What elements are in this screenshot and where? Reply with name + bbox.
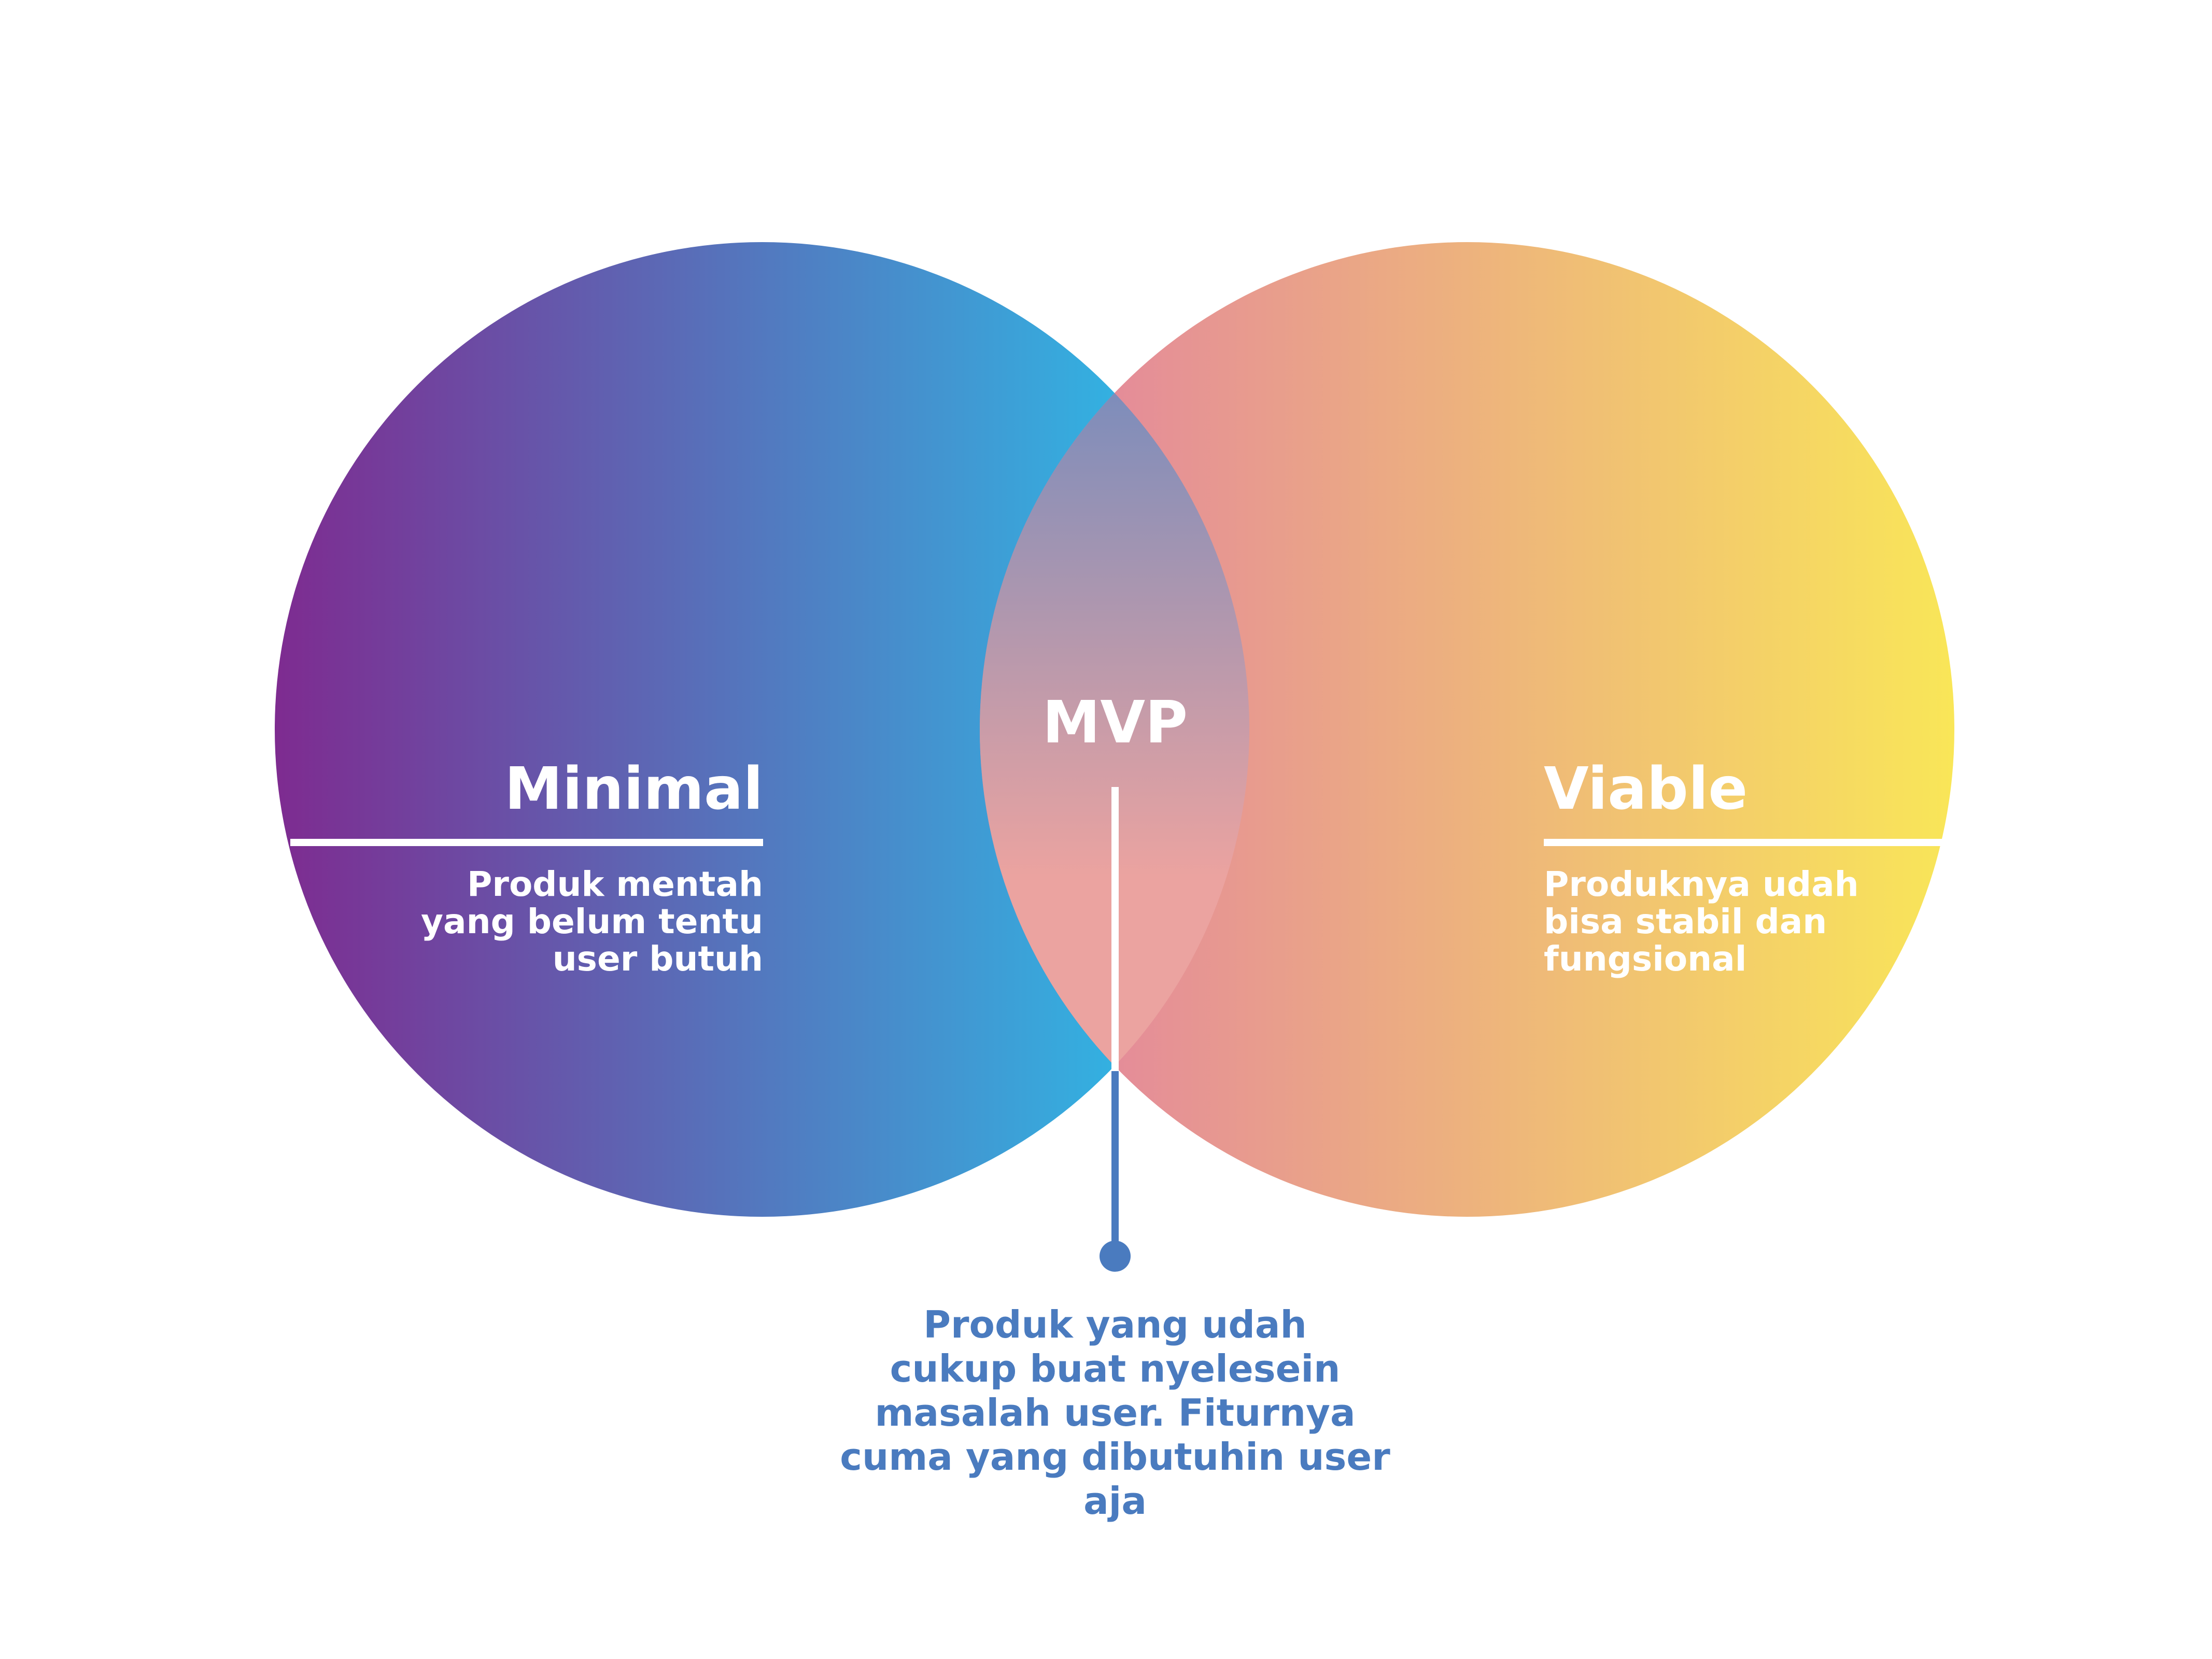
mvp-connector-dot xyxy=(1100,1241,1131,1272)
minimal-desc-line: yang belum tentu xyxy=(421,902,763,941)
viable-desc-line: fungsional xyxy=(1544,939,1746,979)
mvp-desc-line: Produk yang udah xyxy=(923,1303,1307,1346)
viable-desc-line: Produknya udah xyxy=(1544,864,1859,904)
mvp-connector-top xyxy=(1111,787,1119,1071)
mvp-title: MVP xyxy=(1042,689,1188,756)
minimal-desc-line: user butuh xyxy=(553,939,763,979)
minimal-circle xyxy=(275,242,1249,1217)
minimal-divider xyxy=(290,839,763,846)
viable-circle xyxy=(980,242,1954,1217)
viable-desc-line: bisa stabil dan xyxy=(1544,902,1827,941)
viable-divider xyxy=(1544,839,1944,846)
mvp-desc-line: cuma yang dibutuhin user xyxy=(840,1435,1390,1479)
minimal-title: Minimal xyxy=(504,755,763,823)
viable-title: Viable xyxy=(1544,755,1748,823)
mvp-connector-bottom xyxy=(1111,1071,1119,1254)
mvp-desc-line: masalah user. Fiturnya xyxy=(875,1391,1355,1435)
mvp-desc-line: aja xyxy=(1083,1479,1147,1523)
minimal-desc-line: Produk mentah xyxy=(467,864,763,904)
mvp-desc-line: cukup buat nyelesein xyxy=(890,1347,1341,1390)
